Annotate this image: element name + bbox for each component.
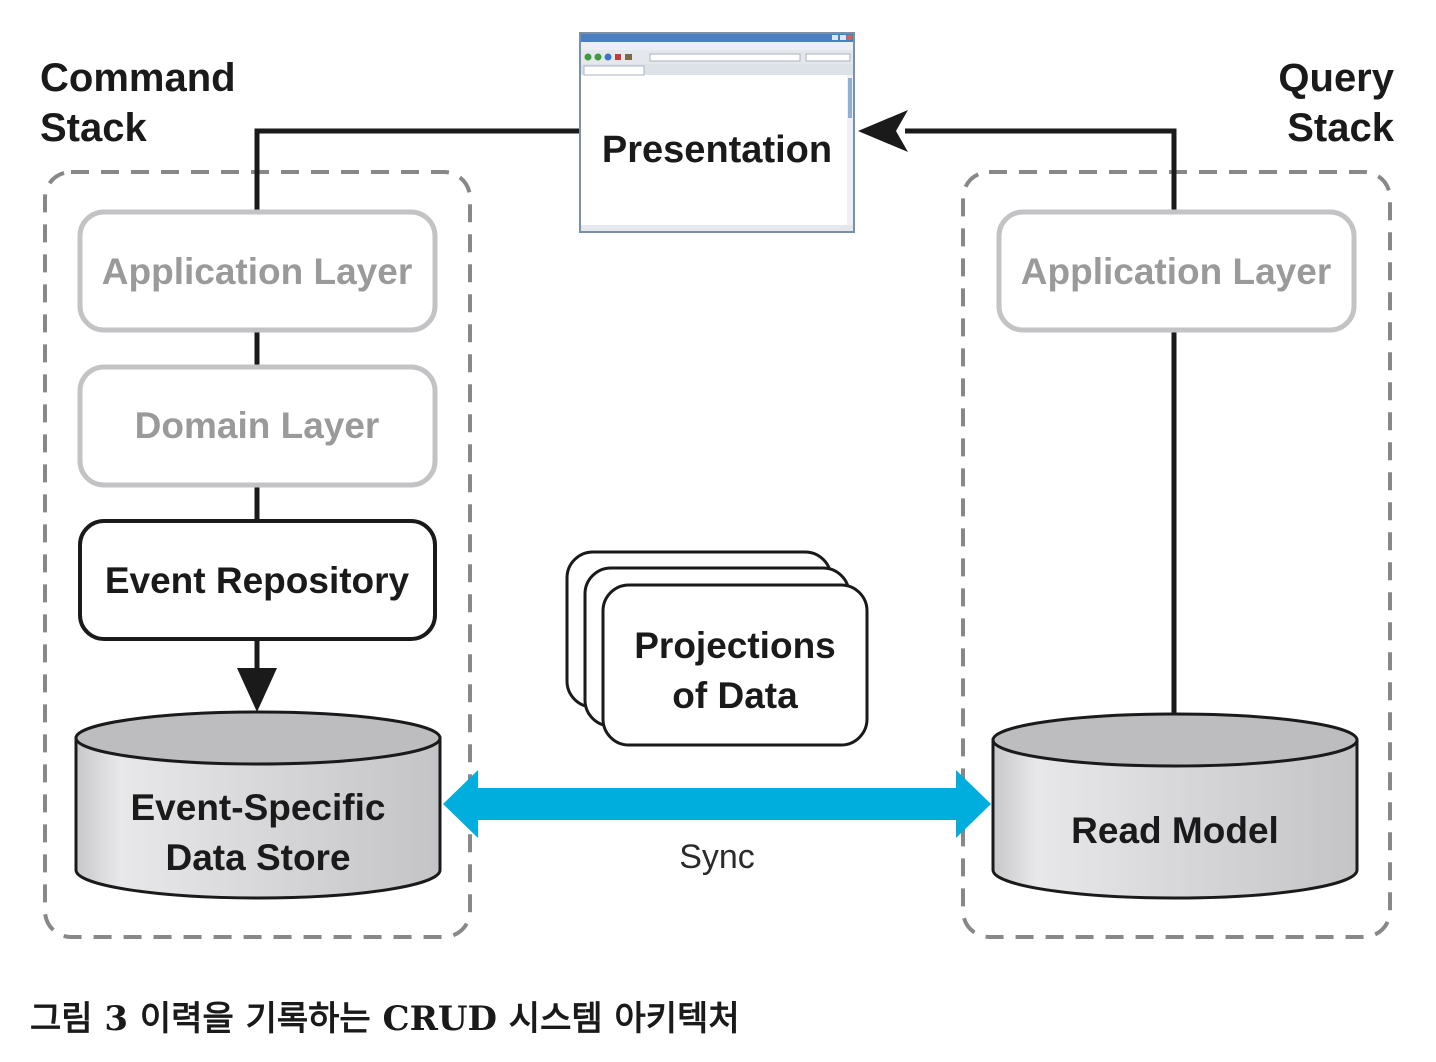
projections-of-data: Projections of Data bbox=[565, 550, 869, 747]
command-stack-title-line2: Stack bbox=[40, 106, 147, 150]
address-bar bbox=[649, 53, 801, 62]
back-icon bbox=[584, 53, 592, 61]
query-application-layer-box bbox=[996, 209, 1357, 333]
presentation-window: Presentation bbox=[579, 32, 855, 233]
window-scrollbar bbox=[847, 75, 853, 225]
stop-icon bbox=[615, 54, 621, 60]
arrowhead-to-presentation bbox=[858, 110, 908, 152]
projections-label-line1: Projections bbox=[634, 625, 836, 666]
projections-label-line2: of Data bbox=[672, 675, 798, 716]
event-repository-label: Event Repository bbox=[105, 560, 410, 601]
window-title-bar bbox=[581, 34, 853, 42]
connectors bbox=[254, 128, 1177, 716]
event-specific-data-store: Event-Specific Data Store bbox=[74, 710, 442, 900]
query-stack-title-line2: Stack bbox=[1287, 106, 1394, 150]
projection-card-front bbox=[601, 583, 869, 747]
query-application-layer-label: Application Layer bbox=[1021, 251, 1331, 292]
data-store-label-line1: Event-Specific bbox=[131, 787, 386, 828]
command-application-layer-label: Application Layer bbox=[102, 251, 412, 292]
presentation-label: Presentation bbox=[602, 129, 832, 171]
search-box bbox=[805, 53, 851, 62]
sync-arrow bbox=[443, 770, 991, 838]
query-stack-title-line1: Query bbox=[1278, 56, 1394, 100]
window-status-bar bbox=[581, 225, 853, 231]
command-stack-title-line1: Command bbox=[40, 56, 236, 100]
refresh-icon bbox=[604, 53, 612, 61]
read-model: Read Model bbox=[991, 712, 1359, 900]
home-icon bbox=[625, 54, 632, 60]
query-to-presentation-line bbox=[905, 128, 1177, 212]
figure-caption: 그림 3 이력을 기록하는 CRUD 시스템 아키텍처 bbox=[30, 999, 740, 1039]
sync-label: Sync bbox=[679, 838, 755, 876]
window-tab-bar bbox=[581, 64, 853, 75]
read-model-label: Read Model bbox=[1071, 810, 1279, 851]
command-application-layer-box bbox=[77, 209, 438, 333]
event-repository-box bbox=[78, 519, 437, 641]
arrowhead-to-store bbox=[237, 668, 277, 712]
forward-icon bbox=[594, 53, 602, 61]
command-to-presentation-line bbox=[254, 128, 580, 212]
window-menu-bar bbox=[581, 42, 853, 50]
domain-layer-box bbox=[77, 364, 438, 488]
window-tab bbox=[583, 65, 645, 76]
domain-layer-label: Domain Layer bbox=[135, 405, 380, 446]
data-store-label-line2: Data Store bbox=[165, 837, 350, 878]
